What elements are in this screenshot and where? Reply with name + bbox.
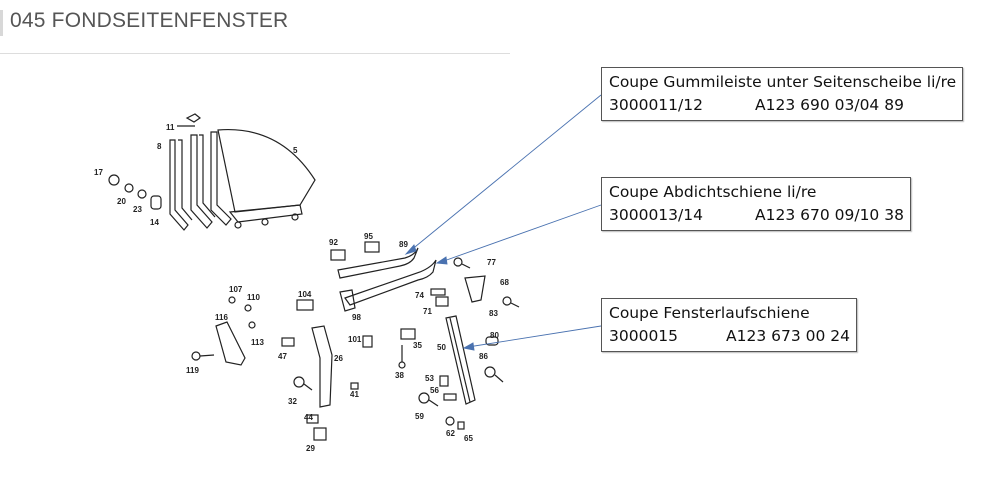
article-number: 3000013/14 (609, 206, 703, 224)
part-number-label: 14 (150, 218, 159, 227)
part-number-label: 35 (413, 341, 422, 350)
callout-leader-line (440, 204, 602, 263)
part-number-label: 44 (304, 413, 313, 422)
callout-leader-line (409, 94, 602, 252)
part-number-label: 5 (293, 146, 298, 155)
article-number: 3000015 (609, 327, 679, 345)
part-number-label: 95 (364, 232, 373, 241)
part-number-label: 86 (479, 352, 488, 361)
part-number-label: 17 (94, 168, 103, 177)
part-number-label: 113 (251, 338, 264, 347)
part-number-label: 74 (415, 291, 424, 300)
arrowhead-icon (404, 244, 417, 255)
callout-window-rail: Coupe Fensterlaufschiene 3000015 A123 673… (601, 298, 857, 352)
oem-number: A123 690 03/04 89 (755, 96, 904, 114)
part-number-label: 8 (157, 142, 162, 151)
part-number-label: 47 (278, 352, 287, 361)
part-number-label: 59 (415, 412, 424, 421)
part-number-label: 71 (423, 307, 432, 316)
part-number-label: 65 (464, 434, 473, 443)
part-channel (169, 139, 193, 231)
page-title: 045 FONDSEITENFENSTER (10, 9, 289, 32)
oem-number: A123 673 00 24 (726, 327, 850, 345)
part-number-label: 23 (133, 205, 142, 214)
part-number-label: 83 (489, 309, 498, 318)
callout-title: Coupe Gummileiste unter Seitenscheibe li… (609, 73, 957, 91)
arrowhead-icon (462, 342, 475, 351)
part-number-label: 20 (117, 197, 126, 206)
part-sealing-rail (344, 259, 437, 306)
part-number-label: 50 (437, 343, 446, 352)
header-divider (0, 53, 510, 54)
part-number-label: 29 (306, 444, 315, 453)
part-number-label: 92 (329, 238, 338, 247)
part-channel (210, 131, 232, 226)
part-number-label: 32 (288, 397, 297, 406)
part-number-label: 11 (166, 123, 175, 132)
part-window-rail (445, 315, 476, 405)
callout-title: Coupe Abdichtschiene li/re (609, 183, 817, 201)
part-number-label: 101 (348, 335, 362, 344)
part-number-label: 98 (352, 313, 361, 322)
callout-title: Coupe Fensterlaufschiene (609, 304, 810, 322)
header-accent-bar (0, 10, 3, 36)
part-number-label: 107 (229, 285, 243, 294)
part-number-label: 68 (500, 278, 509, 287)
arrowhead-icon (435, 256, 448, 265)
part-number-label: 38 (395, 371, 404, 380)
part-number-label: 104 (298, 290, 312, 299)
part-channel (190, 134, 216, 229)
part-rubber-strip (337, 247, 419, 279)
callout-sealing-rail: Coupe Abdichtschiene li/re 3000013/14 A12… (601, 177, 911, 231)
part-number-label: 77 (487, 258, 496, 267)
part-window-glass (217, 128, 316, 213)
part-number-label: 56 (430, 386, 439, 395)
part-number-label: 26 (334, 354, 343, 363)
part-number-label: 119 (186, 366, 199, 375)
part-number-label: 62 (446, 429, 455, 438)
part-number-label: 110 (247, 293, 260, 302)
part-number-label: 41 (350, 390, 359, 399)
callout-leader-line (467, 325, 602, 348)
article-number: 3000011/12 (609, 96, 703, 114)
part-number-label: 80 (490, 331, 499, 340)
part-number-label: 89 (399, 240, 408, 249)
part-number-label: 116 (215, 313, 228, 322)
oem-number: A123 670 09/10 38 (755, 206, 904, 224)
screw-icons (191, 257, 520, 407)
callout-rubber-strip: Coupe Gummileiste unter Seitenscheibe li… (601, 67, 964, 121)
part-number-label: 53 (425, 374, 434, 383)
